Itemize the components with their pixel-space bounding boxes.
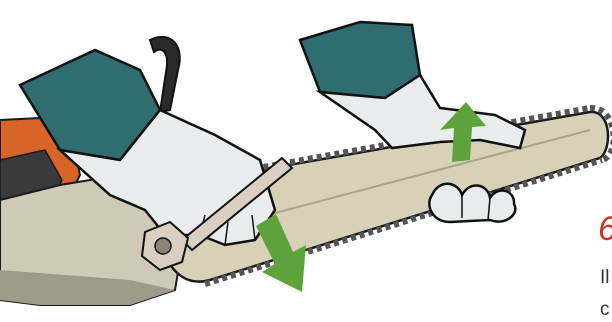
step-text-line-2: c xyxy=(600,300,610,320)
right-glove-fingers xyxy=(429,184,515,222)
step-number: 6 xyxy=(598,212,612,246)
wrench-nut xyxy=(155,238,171,254)
step-text-line-1: Il xyxy=(600,268,610,288)
